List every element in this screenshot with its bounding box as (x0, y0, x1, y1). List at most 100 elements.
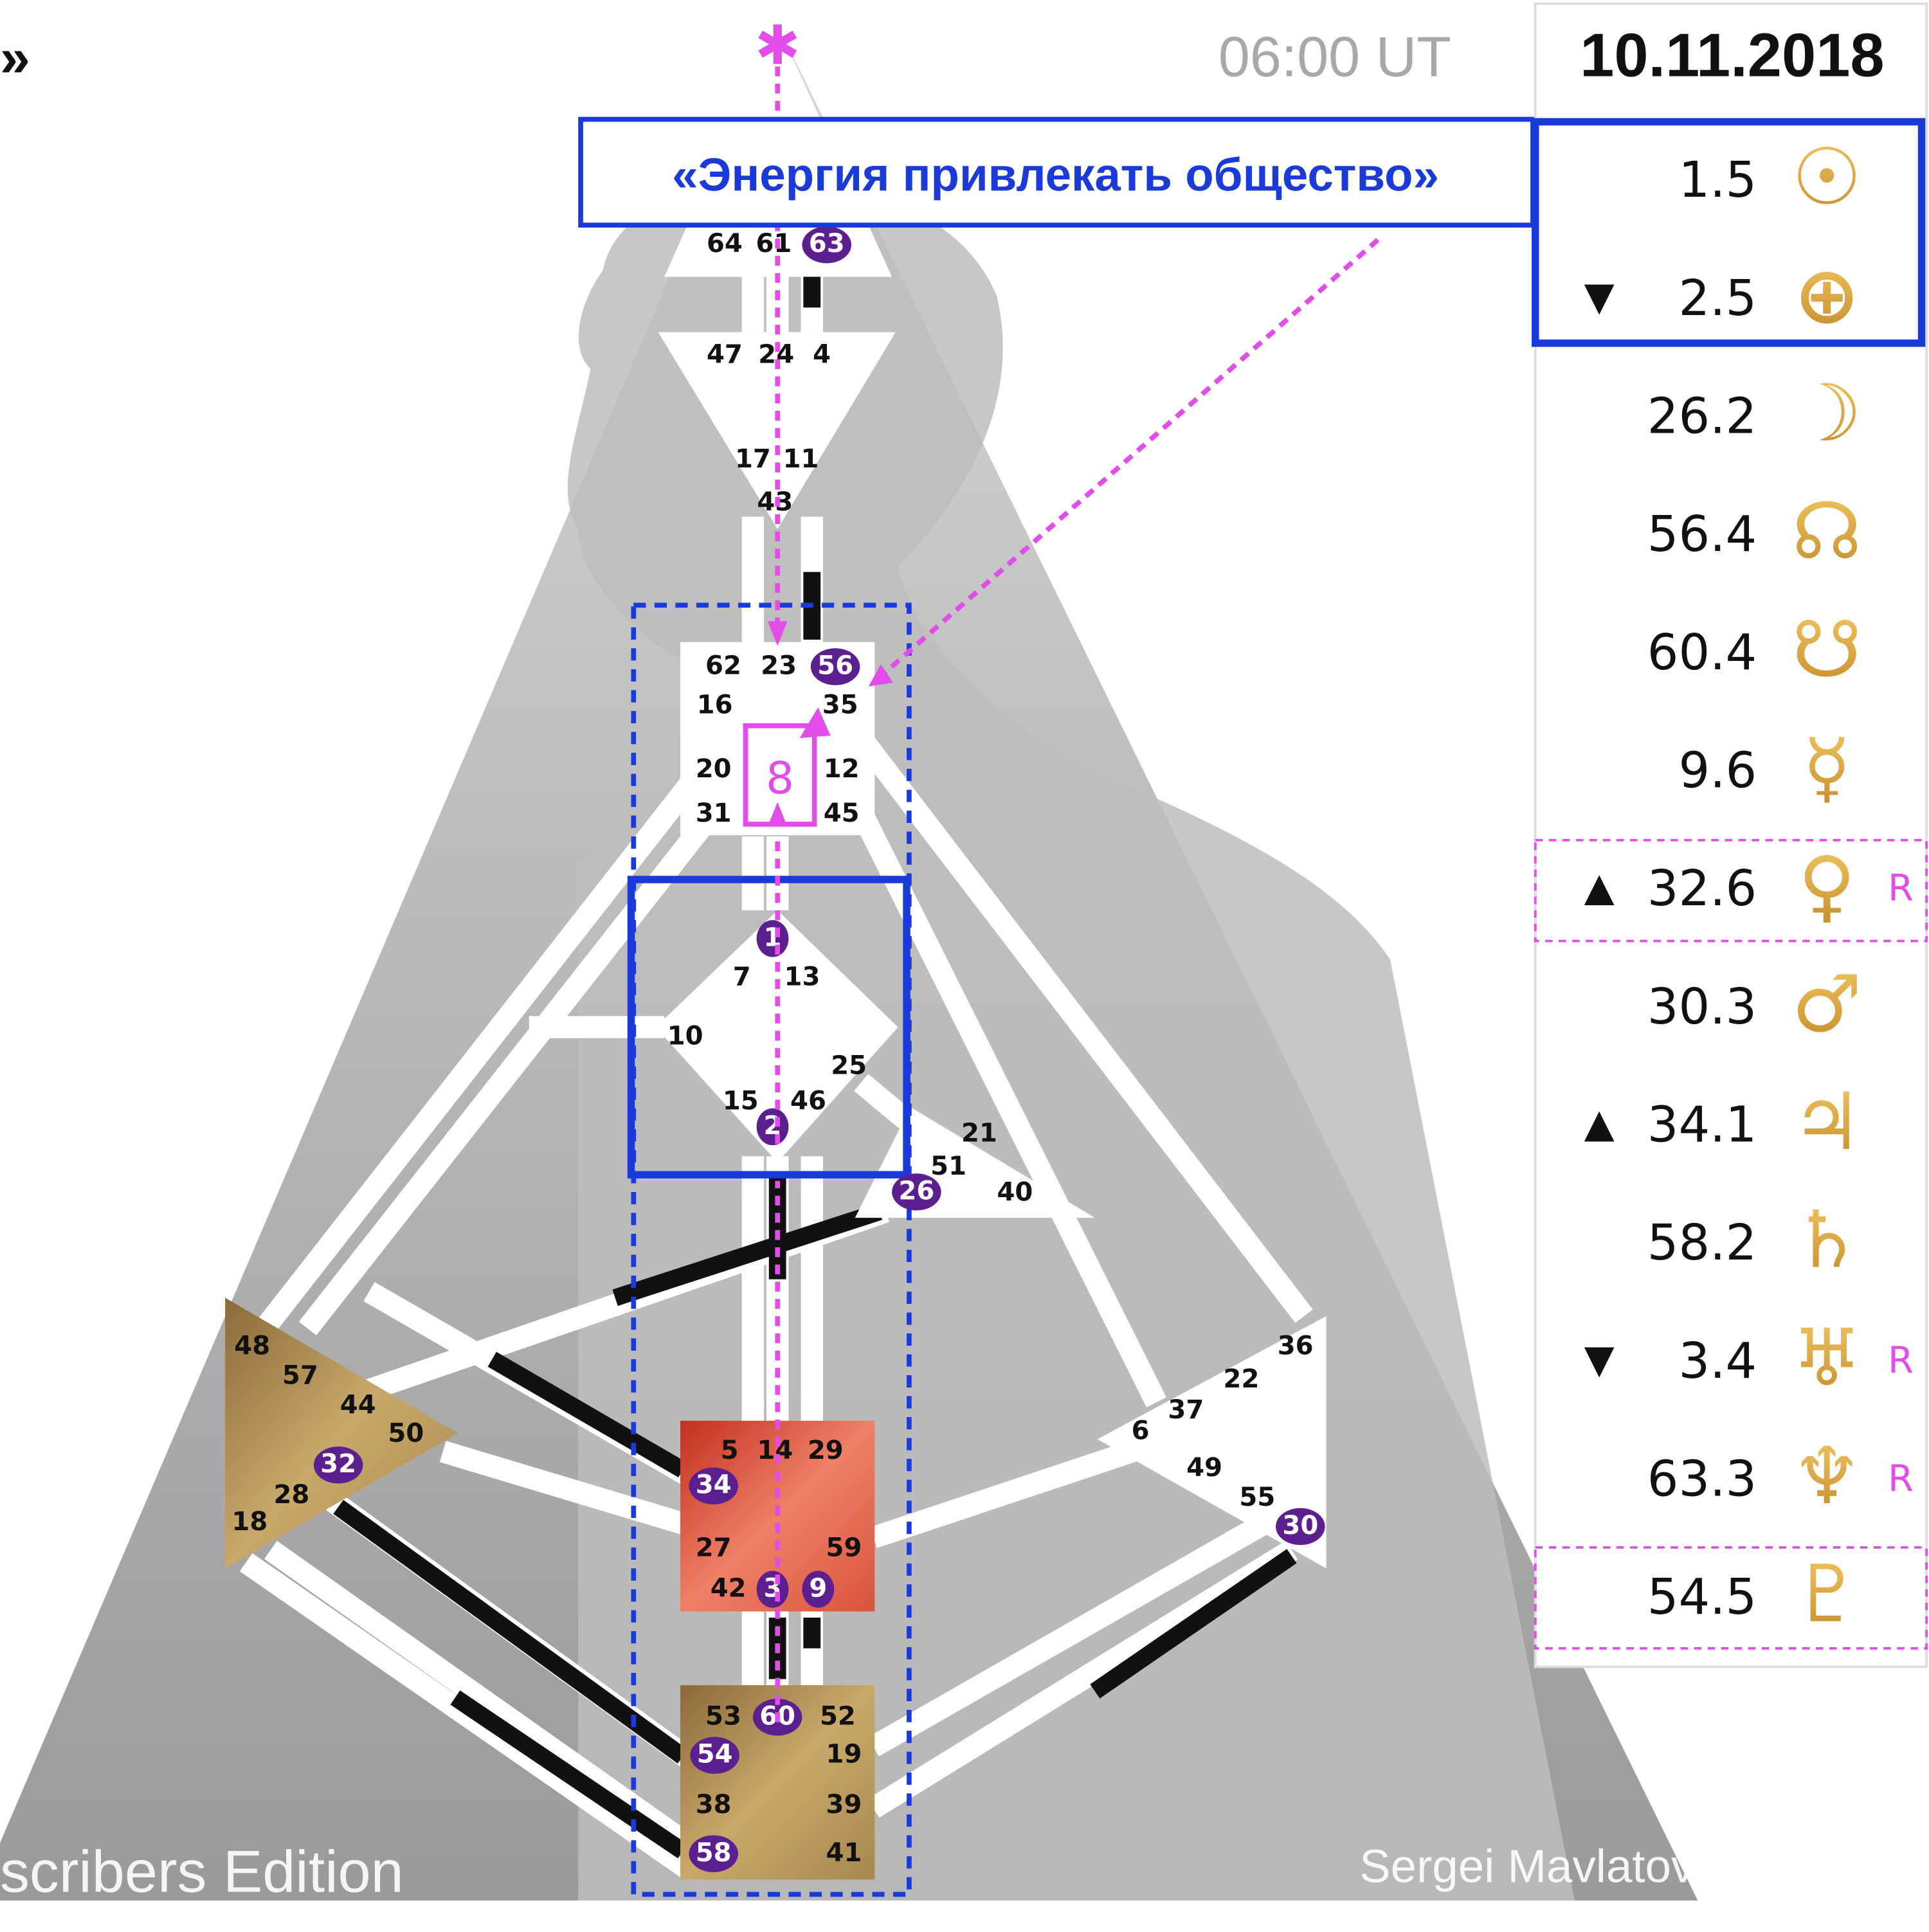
north-node-icon: ☊ (1792, 485, 1862, 577)
gate-15: 15 (723, 1087, 759, 1116)
gate-16: 16 (697, 691, 733, 720)
gate-3-active-marker (756, 1571, 789, 1608)
magenta-arrows (775, 49, 1380, 1722)
gate-19: 19 (826, 1740, 862, 1769)
gate-53: 53 (705, 1701, 741, 1731)
gate-6: 6 (1132, 1416, 1150, 1446)
planet-row-earth[interactable]: ▼2.5⊕ (1584, 249, 1860, 341)
gate-13: 13 (784, 962, 820, 992)
date-label: 10.11.2018 (1580, 21, 1884, 90)
planet-row-neptune[interactable]: 63.3 ♆ R (1647, 1430, 1914, 1522)
planet-value: 54.5 (1647, 1569, 1757, 1626)
gate-34-active-marker (689, 1467, 738, 1504)
planet-value: 56.4 (1647, 506, 1757, 563)
pluto-highlight-box (1534, 1546, 1928, 1650)
planet-row-mars[interactable]: 30.3♂ (1647, 957, 1862, 1049)
sun-earth-highlight-box (1532, 118, 1926, 347)
star-marker: ✱ (755, 14, 801, 77)
gate-45: 45 (824, 799, 860, 828)
retrograde-marker: R (1888, 1457, 1914, 1500)
planet-row-saturn[interactable]: 58.2 ♄ (1647, 1194, 1862, 1286)
gate-47: 47 (707, 339, 743, 369)
gate-21: 21 (961, 1119, 997, 1148)
mercury-icon: ☿ (1803, 721, 1851, 813)
planet-value: 2.5 (1678, 270, 1757, 327)
gate-54-active-marker (690, 1737, 739, 1774)
gate-62: 62 (705, 651, 741, 680)
earth-icon: ⊕ (1794, 249, 1860, 341)
callout-box (578, 116, 1535, 228)
gate-56-active-marker (810, 648, 860, 685)
g-center-highlight-box (627, 876, 910, 1178)
gate-26-active-marker (892, 1173, 941, 1211)
gate-4: 4 (813, 339, 831, 369)
planet-row-pluto[interactable]: 54.5 ♇ (1647, 1548, 1862, 1640)
gate-56: 56 (817, 651, 853, 680)
direction-arrow: ▲ (1584, 1101, 1615, 1146)
planet-row-uranus[interactable]: ▼3.4♅R (1584, 1312, 1914, 1404)
planet-row-sun[interactable]: 1.5☉ (1678, 131, 1862, 223)
gate-32-active-marker (313, 1447, 363, 1484)
gate-20: 20 (696, 754, 732, 784)
gate-30: 30 (1282, 1511, 1318, 1540)
gate-61: 61 (756, 229, 792, 258)
planet-row-mercury[interactable]: 9.6 ☿ (1678, 721, 1851, 813)
solar-plexus-center (1097, 1316, 1327, 1569)
gate-44: 44 (340, 1390, 376, 1420)
gate-57: 57 (282, 1360, 318, 1390)
gate-7: 7 (733, 962, 751, 992)
gate-59: 59 (826, 1533, 862, 1562)
saturn-icon: ♄ (1791, 1194, 1862, 1286)
gate-36: 36 (1278, 1332, 1314, 1361)
dashed-focus-column (631, 602, 912, 1897)
planet-row-venus[interactable]: ▲32.6♀R (1584, 840, 1914, 932)
gate-22: 22 (1224, 1364, 1260, 1394)
venus-icon: ♀ (1798, 840, 1856, 932)
venus-highlight-box (1534, 838, 1928, 943)
gate-38: 38 (696, 1790, 732, 1819)
gate-5: 5 (721, 1436, 739, 1465)
planet-row-north-node[interactable]: 56.4 ☊ (1647, 485, 1862, 577)
callout-text: «Энергия привлекать общество» (672, 149, 1439, 201)
gate-8-label: 8 (766, 753, 794, 804)
gate-25: 25 (831, 1051, 867, 1080)
gate-10: 10 (667, 1021, 703, 1051)
gate-48: 48 (234, 1332, 270, 1361)
gate-37: 37 (1168, 1395, 1204, 1425)
planet-value: 58.2 (1647, 1214, 1757, 1272)
time-label: 06:00 UT (1218, 25, 1451, 89)
gate-30-active-marker (1276, 1508, 1325, 1546)
gate-42: 42 (711, 1573, 747, 1603)
planet-row-jupiter[interactable]: ▲34.1♃ (1584, 1076, 1862, 1168)
gate-18: 18 (231, 1507, 267, 1537)
gate-9-active-marker (802, 1571, 835, 1608)
gate-28: 28 (273, 1480, 309, 1510)
planet-value: 26.2 (1647, 388, 1757, 445)
planet-row-south-node[interactable]: 60.4☋ (1647, 603, 1862, 695)
pluto-icon: ♇ (1791, 1548, 1862, 1640)
gate-39: 39 (826, 1790, 862, 1819)
neptune-icon: ♆ (1791, 1430, 1862, 1522)
gate-55: 55 (1239, 1483, 1275, 1512)
gate-17: 17 (735, 444, 771, 474)
planet-value: 9.6 (1678, 742, 1757, 799)
direction-arrow: ▼ (1584, 1337, 1615, 1382)
jupiter-icon: ♃ (1791, 1076, 1862, 1168)
gate-35: 35 (822, 691, 858, 720)
gate-11: 11 (783, 444, 819, 474)
gate-46: 46 (790, 1087, 826, 1116)
gate-58: 58 (696, 1838, 732, 1868)
planet-value: 63.3 (1647, 1451, 1757, 1508)
gate-34: 34 (696, 1470, 732, 1500)
planet-row-moon[interactable]: 26.2☽ (1647, 367, 1862, 459)
planet-value: 1.5 (1678, 152, 1757, 209)
planet-value: 30.3 (1647, 979, 1757, 1036)
gate-51: 51 (930, 1151, 966, 1181)
gate-40: 40 (997, 1177, 1033, 1207)
gate-32: 32 (320, 1449, 356, 1479)
gate-9: 9 (809, 1573, 827, 1603)
retrograde-marker: R (1888, 867, 1914, 910)
